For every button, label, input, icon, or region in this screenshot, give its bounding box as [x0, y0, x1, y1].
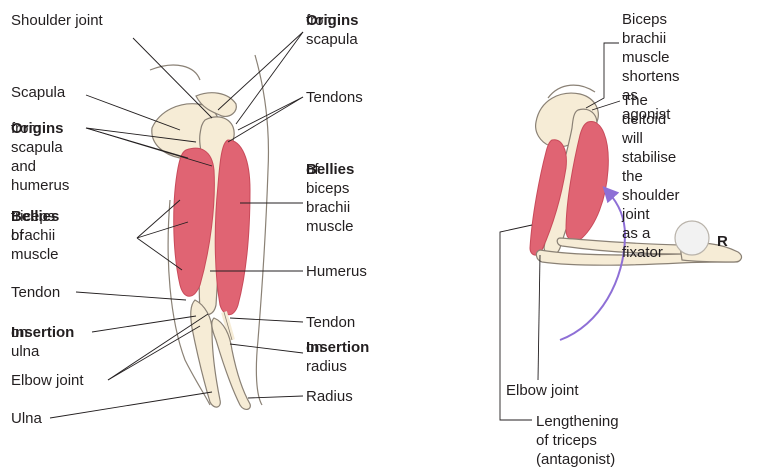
leader-line: [133, 38, 212, 118]
label-radius: Radius: [306, 387, 353, 406]
label-tendon-triceps: Tendon: [11, 283, 60, 302]
label-text: from scapula and humerus: [11, 119, 69, 195]
leader-line: [108, 314, 208, 380]
anatomy-figure: R Shoulder joint Scapula Origins from sc…: [0, 0, 757, 454]
leader-line: [236, 32, 303, 124]
skin-contour: [150, 65, 200, 80]
label-text: The deltoid will stabilise the shoulder …: [622, 91, 680, 262]
label-text: Tendon: [306, 314, 355, 331]
label-text: of biceps brachii muscle: [306, 160, 354, 236]
left-arm-drawing: [150, 55, 268, 409]
label-text: on ulna: [11, 323, 39, 361]
leader-line: [248, 396, 303, 398]
label-text: Radius: [306, 388, 353, 405]
label-text: Elbow joint: [11, 372, 84, 389]
label-elbow-joint-right: Elbow joint: [506, 381, 579, 400]
biceps-muscle: [215, 140, 250, 315]
leader-line: [108, 326, 200, 380]
leader-line: [230, 318, 303, 322]
leader-line: [218, 32, 303, 110]
label-text: Shoulder joint: [11, 12, 103, 29]
resistance-marker: R: [717, 233, 728, 250]
leader-line: [92, 316, 196, 332]
label-scapula: Scapula: [11, 83, 65, 102]
label-tendon-biceps: Tendon: [306, 313, 355, 332]
label-ulna: Ulna: [11, 409, 42, 428]
label-shoulder-joint: Shoulder joint: [11, 11, 103, 30]
label-humerus: Humerus: [306, 262, 367, 281]
label-text: Humerus: [306, 263, 367, 280]
resistance-ball: [675, 221, 709, 255]
skin-contour: [255, 55, 268, 405]
label-text: from scapula: [306, 11, 358, 49]
label-text: Scapula: [11, 84, 65, 101]
leader-line: [586, 43, 619, 108]
label-tendons: Tendons: [306, 88, 363, 107]
leader-line: [76, 292, 186, 300]
label-text: Tendons: [306, 89, 363, 106]
label-elbow-joint-left: Elbow joint: [11, 371, 84, 390]
label-text: Lengthening of triceps (antagonist): [536, 412, 619, 469]
label-text: Ulna: [11, 410, 42, 427]
label-text: on radius: [306, 338, 347, 376]
leader-line: [538, 255, 540, 380]
leader-line: [50, 392, 212, 418]
leader-line: [230, 344, 303, 353]
label-text: triceps brachii muscle: [11, 207, 59, 264]
leader-line: [238, 97, 303, 130]
label-text: Tendon: [11, 284, 60, 301]
label-text: Elbow joint: [506, 382, 579, 399]
